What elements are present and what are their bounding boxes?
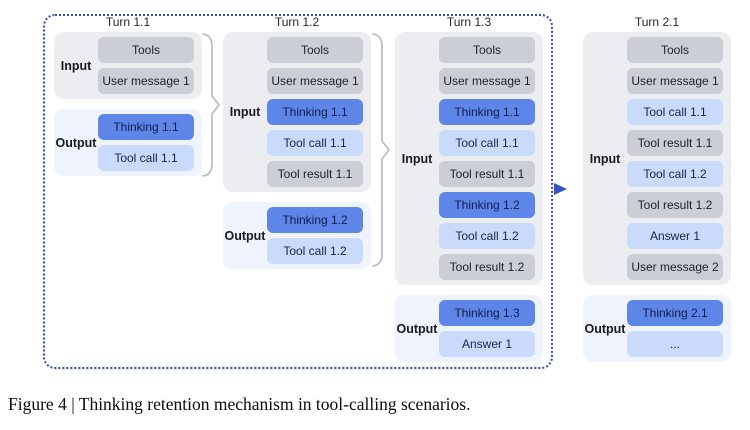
box-thinking-2-1: Thinking 2.1 [627,300,723,326]
input-label: Input [589,151,621,166]
box-tool-result-1-1: Tool result 1.1 [627,130,723,156]
box-thinking-1-3: Thinking 1.3 [439,300,535,326]
box-tool-result-1-1: Tool result 1.1 [267,161,363,187]
output-boxes: Thinking 2.1... [627,300,723,357]
turn-title: Turn 1.1 [105,15,151,29]
box-tool-call-1-2: Tool call 1.2 [267,238,363,264]
box-thinking-1-2: Thinking 1.2 [267,207,363,233]
retention-scope-dashed-frame [43,14,553,369]
box-thinking-1-1: Thinking 1.1 [98,114,194,140]
figure-caption: Figure 4 | Thinking retention mechanism … [8,394,471,414]
input-label: Input [60,58,92,73]
output-label: Output [55,135,97,150]
box-tools: Tools [267,37,363,63]
output-label: Output [396,321,438,336]
output-label: Output [584,321,626,336]
input-label: Input [229,105,261,119]
box-thinking-1-2: Thinking 1.2 [439,192,535,218]
box-tools: Tools [98,37,194,63]
turn-title: Turn 1.2 [274,15,320,29]
box-tool-call-1-1: Tool call 1.1 [98,145,194,171]
box-tool-result-1-2: Tool result 1.2 [627,192,723,218]
box-answer-1: Answer 1 [627,223,723,249]
box-ellipsis: ... [627,331,723,357]
box-user-message-1: User message 1 [267,68,363,94]
box-tools: Tools [627,37,723,63]
box-tool-call-1-1: Tool call 1.1 [439,130,535,156]
carryover-brace-turn1-to-turn2 [202,33,220,177]
box-thinking-1-1: Thinking 1.1 [439,99,535,125]
turn-title: Turn 1.3 [446,15,492,29]
box-answer-1: Answer 1 [439,331,535,357]
input-label: Input [401,151,433,166]
box-thinking-1-1: Thinking 1.1 [267,99,363,125]
box-user-message-2: User message 2 [627,254,723,280]
box-tool-call-1-2: Tool call 1.2 [627,161,723,187]
output-label: Output [224,228,266,243]
turn-title: Turn 2.1 [634,15,680,29]
box-tool-result-1-2: Tool result 1.2 [439,254,535,280]
box-user-message-1: User message 1 [439,68,535,94]
box-user-message-1: User message 1 [98,68,194,94]
box-user-message-1: User message 1 [627,68,723,94]
carryover-brace-turn2-to-turn3 [372,33,390,267]
box-tool-call-1-2: Tool call 1.2 [439,223,535,249]
next-turn-arrow [554,183,567,195]
box-tool-call-1-1: Tool call 1.1 [267,130,363,156]
box-tool-call-1-1: Tool call 1.1 [627,99,723,125]
box-tools: Tools [439,37,535,63]
box-tool-result-1-1: Tool result 1.1 [439,161,535,187]
